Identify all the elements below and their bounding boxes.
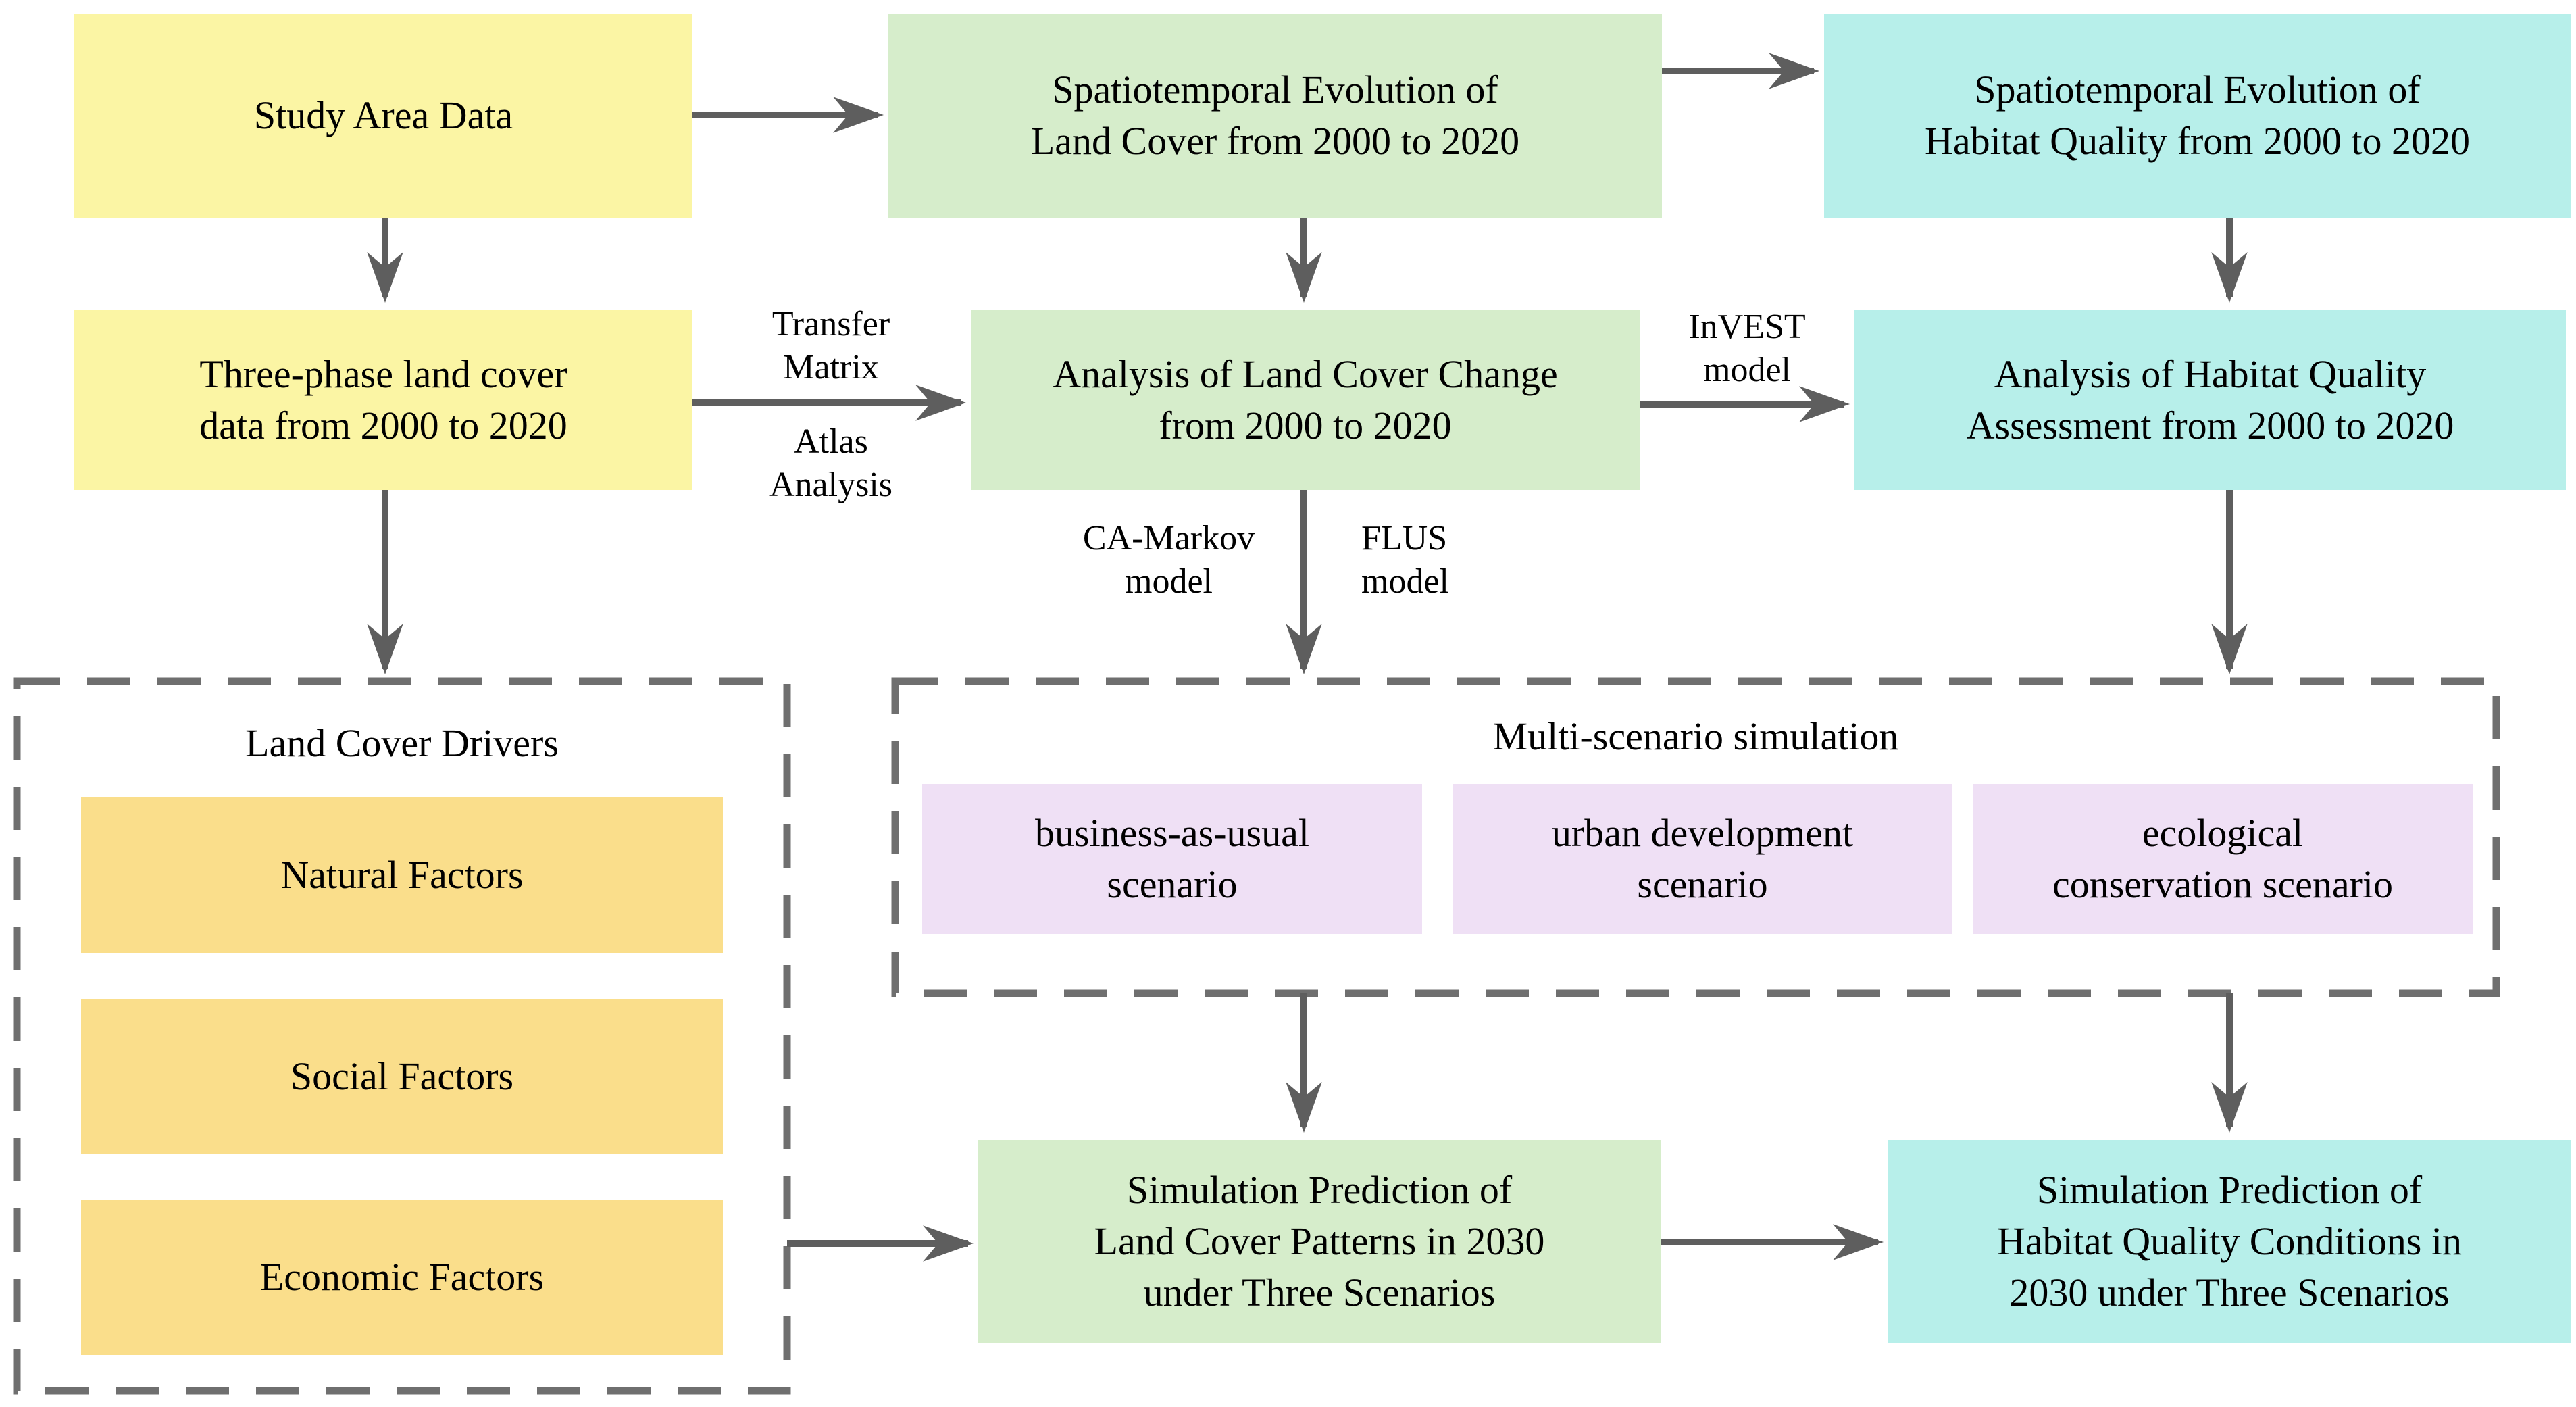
node-ecological-conservation-scenario: ecological conservation scenario (1973, 784, 2473, 934)
multi-scenario-group-border (891, 677, 2500, 997)
edge-label-ca-markov-model: CA-Markov model (1082, 519, 1255, 601)
node-study-area-data: Study Area Data (74, 14, 692, 218)
node-analysis-land-cover-change: Analysis of Land Cover Change from 2000 … (971, 310, 1640, 490)
edge-label-atlas-analysis: Atlas Analysis (769, 422, 892, 504)
node-urban-development-scenario: urban development scenario (1453, 784, 1952, 934)
node-spatiotemporal-evolution-land-cover: Spatiotemporal Evolution of Land Cover f… (888, 14, 1662, 218)
edge-label-flus-model: FLUS model (1361, 519, 1449, 601)
node-economic-factors: Economic Factors (81, 1200, 723, 1355)
node-natural-factors: Natural Factors (81, 797, 723, 953)
group-title-multi-scenario-simulation: Multi-scenario simulation (1492, 714, 1899, 758)
group-title-land-cover-drivers: Land Cover Drivers (245, 721, 559, 765)
node-business-as-usual-scenario: business-as-usual scenario (922, 784, 1422, 934)
node-social-factors: Social Factors (81, 999, 723, 1154)
edge-label-invest-model: InVEST model (1688, 307, 1806, 389)
land-cover-drivers-group-border (13, 677, 791, 1395)
edge-label-transfer-matrix: Transfer Matrix (772, 305, 890, 387)
node-three-phase-land-cover-data: Three-phase land cover data from 2000 to… (74, 310, 692, 490)
node-spatiotemporal-evolution-habitat-quality: Spatiotemporal Evolution of Habitat Qual… (1824, 14, 2571, 218)
node-simulation-prediction-habitat-quality: Simulation Prediction of Habitat Quality… (1888, 1140, 2571, 1343)
node-analysis-habitat-quality-assessment: Analysis of Habitat Quality Assessment f… (1854, 310, 2566, 490)
node-simulation-prediction-land-cover: Simulation Prediction of Land Cover Patt… (978, 1140, 1661, 1343)
